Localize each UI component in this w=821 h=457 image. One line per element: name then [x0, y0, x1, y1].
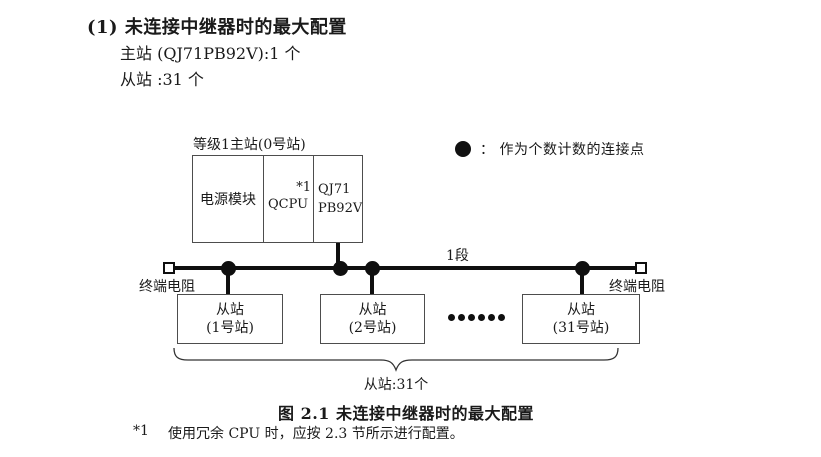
- master-count-line: 主站 (QJ71PB92V):1 个: [120, 44, 301, 63]
- slave31-drop-line: [580, 270, 584, 294]
- slave1-drop-line: [226, 270, 230, 294]
- terminating-resistor-right-icon: [635, 262, 647, 274]
- power-module-cell: 电源模块: [193, 156, 264, 242]
- segment-label: 1段: [446, 248, 469, 264]
- terminating-resistor-left-icon: [163, 262, 175, 274]
- connection-point-dot: [575, 261, 590, 276]
- footnote-ref-marker: *1: [296, 180, 311, 195]
- connection-point-dot: [333, 261, 348, 276]
- terminating-resistor-left-label: 终端电阻: [139, 279, 195, 295]
- connection-point-dot: [221, 261, 236, 276]
- slave1-station-no: (1号站): [206, 320, 254, 336]
- master-station-box: 电源模块 *1 QCPU QJ71 PB92V: [192, 155, 363, 243]
- connection-point-icon: [455, 141, 471, 157]
- slave1-title: 从站: [216, 302, 244, 318]
- brace-label: 从站:31个: [363, 377, 429, 393]
- legend-text: ： 作为个数计数的连接点: [480, 142, 645, 158]
- terminating-resistor-right-label: 终端电阻: [609, 279, 665, 295]
- legend: ： 作为个数计数的连接点: [455, 139, 644, 159]
- slave-station-31-box: 从站 (31号站): [522, 294, 640, 344]
- footnote-text: 使用冗余 CPU 时，应按 2.3 节所示进行配置。: [168, 426, 464, 442]
- master-station-label: 等级1主站(0号站): [193, 137, 306, 153]
- brace-under-slaves: [173, 347, 619, 372]
- section-heading: (1) 未连接中继器时的最大配置: [87, 17, 347, 38]
- bus-line: [175, 266, 636, 270]
- footnote-marker: *1: [133, 423, 149, 439]
- slave-count-line: 从站 :31 个: [120, 70, 204, 89]
- qcpu-label: QCPU: [268, 197, 309, 212]
- qj71-label-line1: QJ71: [318, 182, 351, 197]
- slave2-title: 从站: [358, 302, 387, 318]
- slave-station-2-box: 从站 (2号站): [320, 294, 425, 344]
- connection-point-dot: [365, 261, 380, 276]
- slave2-drop-line: [370, 270, 374, 294]
- qcpu-cell: *1 QCPU: [264, 156, 314, 242]
- slave-station-1-box: 从站 (1号站): [177, 294, 283, 344]
- slave2-station-no: (2号站): [348, 320, 397, 336]
- qj71-label-line2: PB92V: [318, 201, 363, 216]
- figure-caption: 图 2.1 未连接中继器时的最大配置: [278, 404, 534, 423]
- slave31-title: 从站: [567, 302, 595, 318]
- slave31-station-no: (31号站): [552, 320, 610, 336]
- master-drop-line: [336, 243, 340, 268]
- ellipsis-dots: [448, 314, 505, 321]
- qj71pb92v-cell: QJ71 PB92V: [314, 156, 362, 242]
